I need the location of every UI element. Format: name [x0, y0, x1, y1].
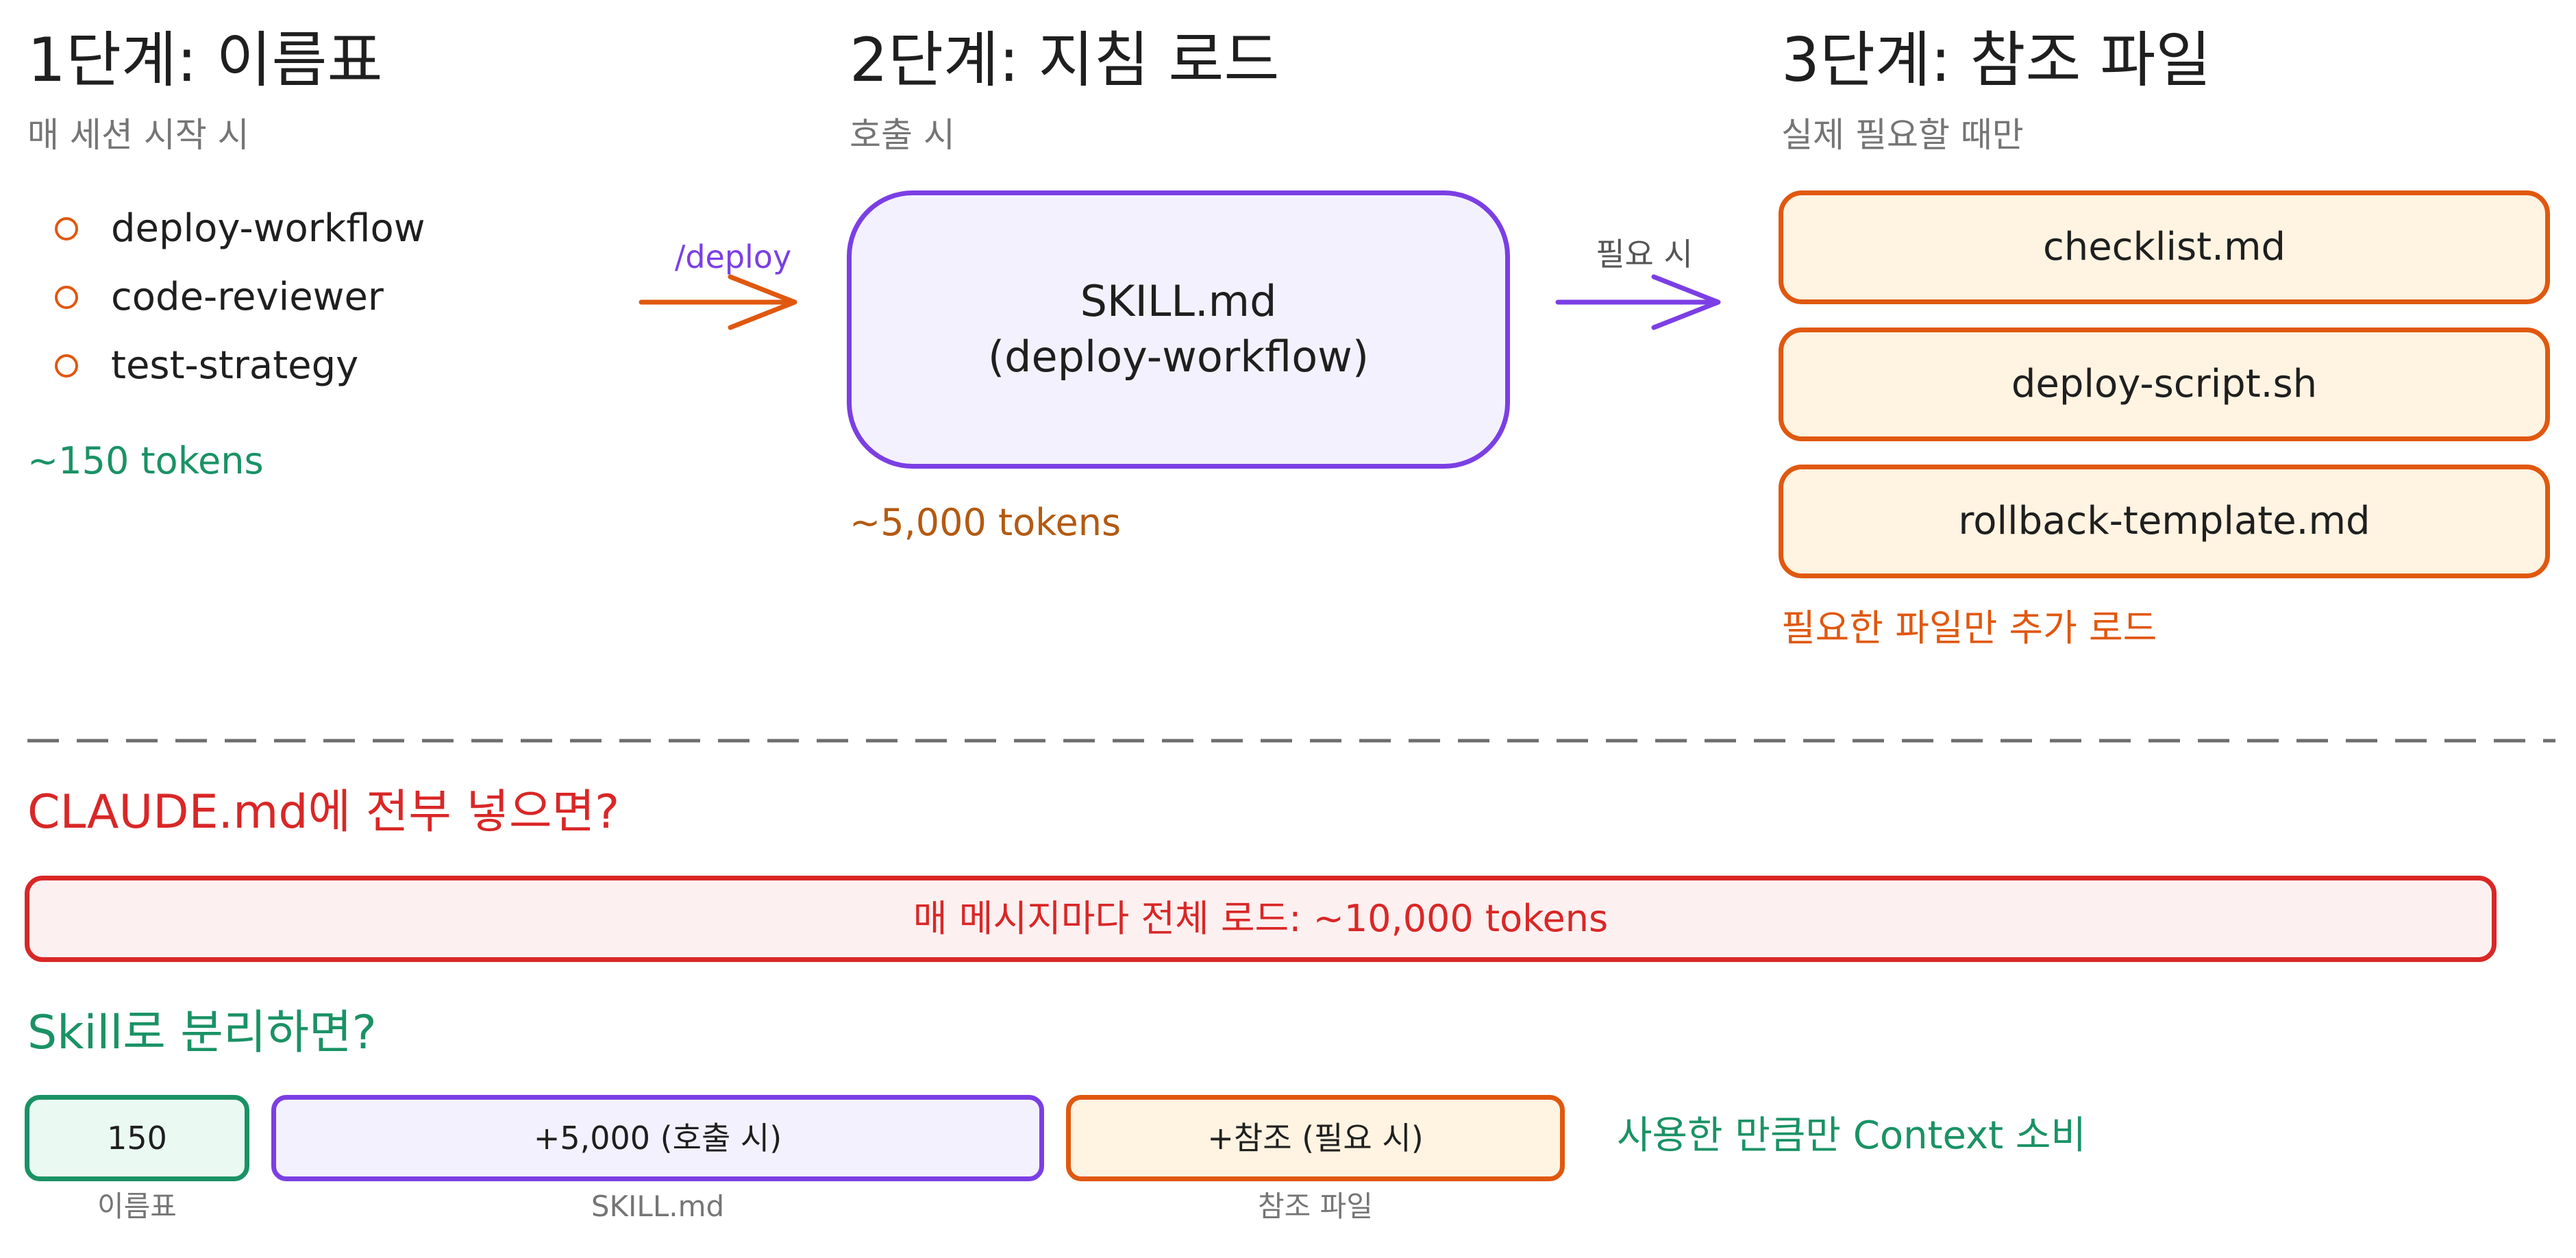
nametag-caption: 이름표 [97, 1189, 177, 1223]
arrow2-label: 필요 시 [1596, 236, 1693, 273]
stage2-token-count: ~5,000 tokens [850, 501, 1122, 544]
section-divider [27, 739, 2555, 743]
right-arrow-icon [1555, 274, 1721, 330]
skill-split-heading: Skill로 분리하면? [27, 1006, 377, 1060]
stage2-title: 2단계: 지침 로드 [850, 25, 1280, 95]
skill-md-segment: +5,000 (호출 시) [271, 1095, 1044, 1181]
stage1-subtitle: 매 세션 시작 시 [27, 115, 249, 155]
stage3-note: 필요한 파일만 추가 로드 [1781, 606, 2157, 650]
reference-file-box: rollback-template.md [1779, 465, 2550, 578]
arrow1-label: /deploy [674, 238, 792, 275]
skill-md-box: SKILL.md (deploy-workflow) [847, 190, 1510, 469]
stage2-subtitle: 호출 시 [850, 115, 955, 155]
circle-bullet-icon [55, 354, 78, 378]
reference-segment: +참조 (필요 시) [1066, 1095, 1565, 1181]
skill-box-filename: SKILL.md [1080, 276, 1277, 327]
circle-bullet-icon [55, 217, 78, 241]
skill-name: code-reviewer [111, 275, 384, 319]
stage3-title: 3단계: 참조 파일 [1781, 25, 2212, 95]
reference-caption: 참조 파일 [1258, 1189, 1373, 1223]
skill-list-item: test-strategy [55, 347, 358, 385]
full-load-bar: 매 메시지마다 전체 로드: ~10,000 tokens [25, 876, 2497, 962]
skill-name: test-strategy [111, 343, 359, 388]
stage3-subtitle: 실제 필요할 때만 [1781, 115, 2024, 155]
skill-md-caption: SKILL.md [591, 1189, 725, 1223]
claude-md-heading: CLAUDE.md에 전부 넣으면? [27, 785, 620, 839]
circle-bullet-icon [55, 286, 78, 309]
skill-box-skillname: (deploy-workflow) [987, 332, 1370, 382]
skill-name: deploy-workflow [111, 206, 425, 251]
stage1-title: 1단계: 이름표 [27, 25, 383, 95]
reference-file-box: deploy-script.sh [1779, 328, 2550, 441]
nametag-segment: 150 [25, 1095, 249, 1181]
right-arrow-icon [639, 274, 797, 330]
reference-file-box: checklist.md [1779, 190, 2550, 304]
skill-list-item: deploy-workflow [55, 210, 425, 248]
stage1-token-count: ~150 tokens [27, 439, 264, 482]
skill-list-item: code-reviewer [55, 278, 384, 317]
context-summary: 사용한 만큼만 Context 소비 [1617, 1113, 2086, 1158]
